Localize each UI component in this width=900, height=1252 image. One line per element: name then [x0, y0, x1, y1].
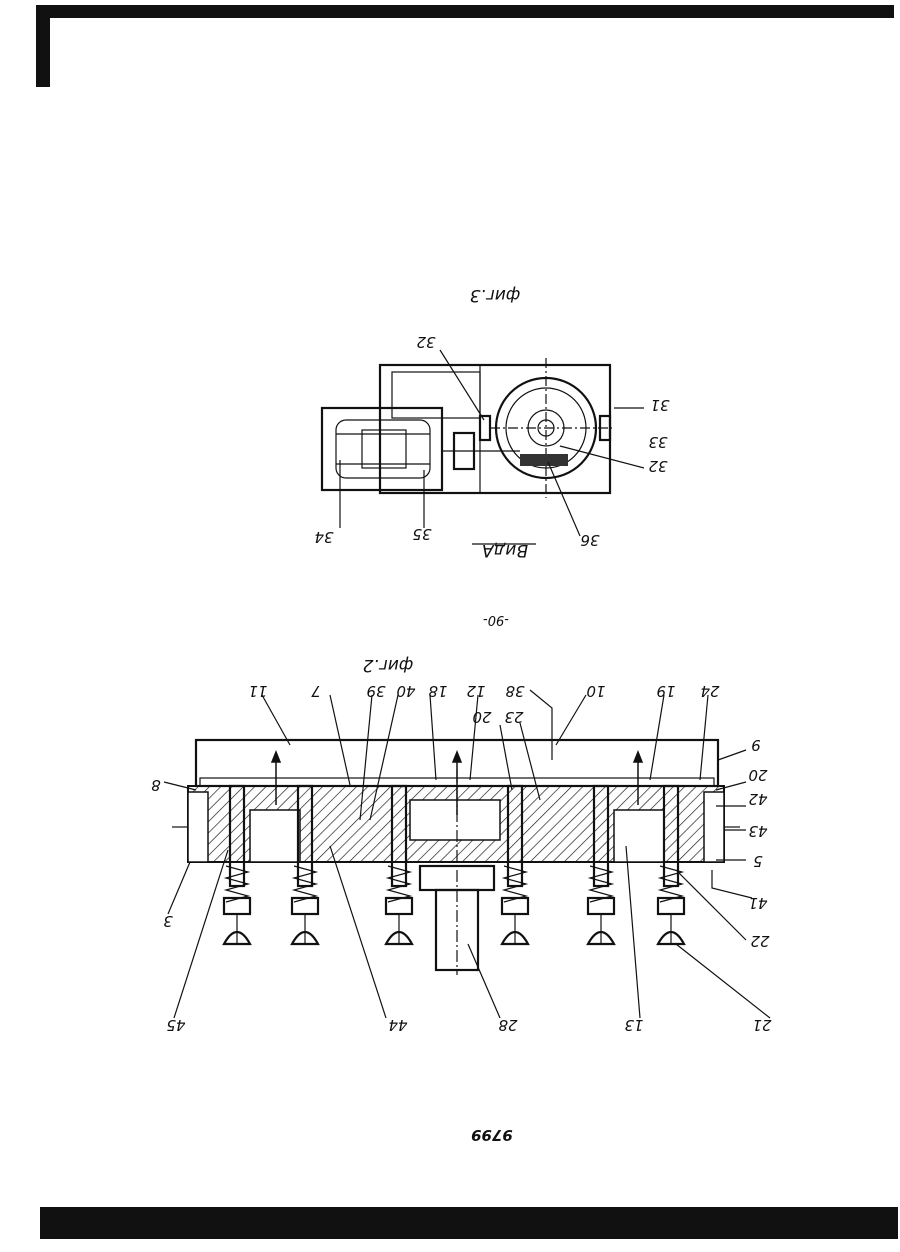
top-border-bar	[36, 5, 894, 18]
label-9: 9	[751, 736, 761, 754]
label-21: 21	[752, 1016, 771, 1034]
label-3: 3	[163, 912, 173, 930]
view-a-title: ВидА	[482, 540, 528, 560]
label-32b: 32	[648, 457, 667, 475]
arrow-38	[530, 690, 552, 760]
label-39: 39	[366, 682, 385, 700]
label-20a: 20	[472, 708, 491, 726]
bottom-border-bar	[40, 1207, 898, 1239]
label-22: 22	[750, 932, 769, 950]
label-38: 38	[505, 682, 524, 700]
label-41: 41	[748, 894, 767, 912]
label-11: 11	[248, 682, 267, 700]
motor-34-inner	[336, 420, 430, 478]
label-19: 19	[656, 682, 675, 700]
arrow-41	[712, 870, 752, 898]
page-number: 9799	[471, 1126, 513, 1144]
figure-3: фиг.3 32 31 33 32 34 35 36 ВидА	[314, 285, 669, 560]
label-12: 12	[466, 682, 485, 700]
label-24: 24	[700, 682, 719, 700]
label-28: 28	[498, 1016, 517, 1034]
label-7: 7	[311, 682, 321, 700]
worm-36	[520, 454, 568, 466]
label-42: 42	[748, 790, 767, 808]
fig2-caption: фиг.2	[363, 655, 414, 675]
label-43: 43	[748, 822, 767, 840]
cavity-13	[614, 810, 664, 862]
label-5: 5	[753, 852, 763, 870]
label-45: 45	[166, 1016, 185, 1034]
cavity-left	[250, 810, 300, 862]
label-35: 35	[412, 525, 431, 543]
bearing-32	[480, 416, 490, 440]
label-10: 10	[586, 682, 605, 700]
label-44: 44	[388, 1016, 407, 1034]
figure-2: фиг.2 11 7 39 40 18 12 38 10 19 24 23 20…	[151, 655, 771, 1034]
frame-bracket	[392, 372, 480, 418]
motor-34-core	[362, 430, 406, 468]
label-34: 34	[314, 528, 333, 546]
label-13: 13	[624, 1016, 643, 1034]
label-23: 23	[504, 708, 523, 726]
cavity-center	[410, 800, 500, 840]
left-border-bar	[36, 5, 50, 87]
label-36: 36	[580, 531, 599, 549]
label-33: 33	[648, 433, 667, 451]
block-8	[188, 792, 208, 862]
page-dash-number: -90-	[483, 612, 509, 627]
label-32a: 32	[416, 333, 435, 351]
label-18: 18	[428, 682, 447, 700]
label-20b: 20	[748, 766, 767, 784]
fig3-caption: фиг.3	[470, 285, 521, 305]
label-31: 31	[650, 396, 669, 414]
label-40: 40	[396, 682, 415, 700]
block-5	[704, 792, 724, 862]
label-8: 8	[151, 776, 161, 794]
